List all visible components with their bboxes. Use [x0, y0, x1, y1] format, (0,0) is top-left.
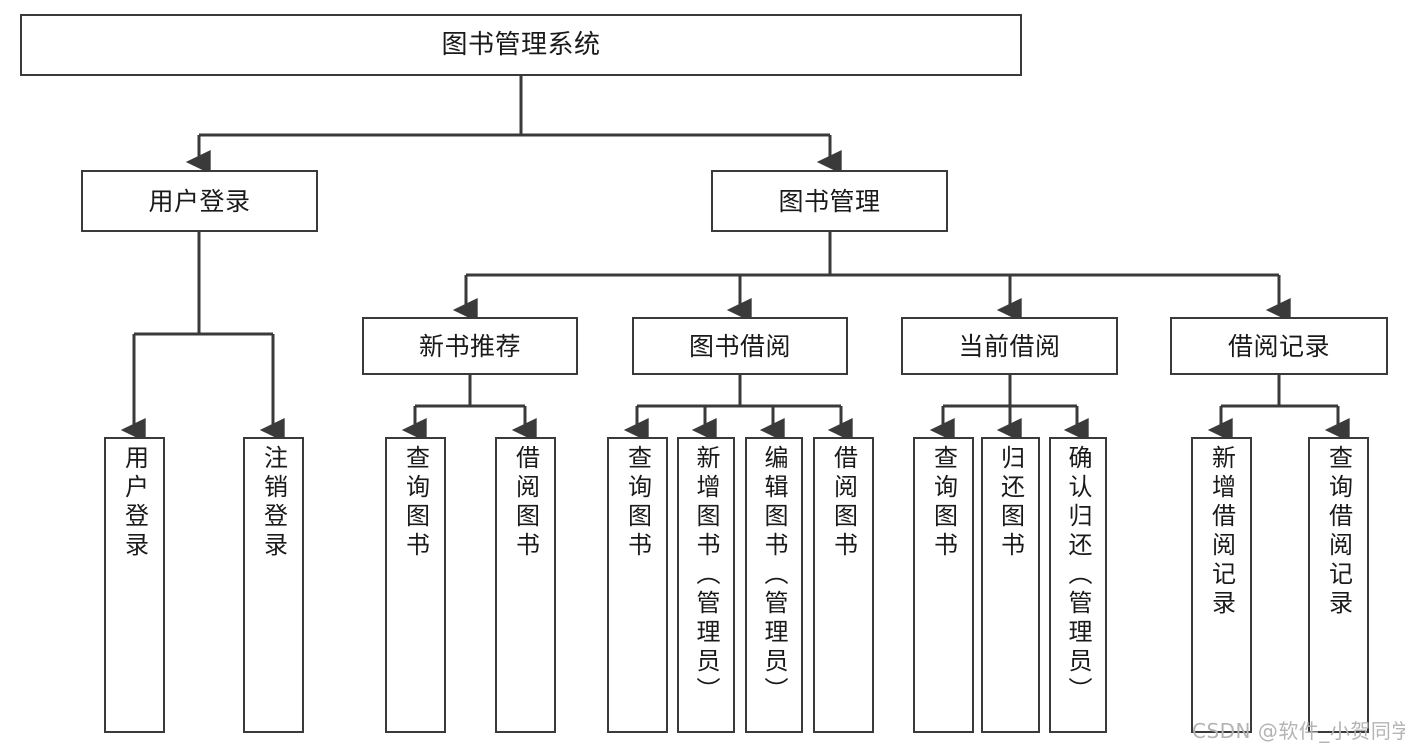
leaf-confirm-return-label: 确认归还（管理员）	[1064, 445, 1092, 706]
leaf-query-book-1[interactable]: 查询图书	[385, 437, 446, 733]
node-book-borrow[interactable]: 图书借阅	[632, 317, 848, 375]
node-user-login[interactable]: 用户登录	[81, 170, 318, 232]
node-user-login-label: 用户登录	[148, 186, 251, 216]
leaf-query-book-2[interactable]: 查询图书	[607, 437, 668, 733]
leaf-user-logout-label: 注销登录	[259, 445, 288, 561]
watermark-text: CSDN @软件_小贺同学	[1192, 719, 1405, 743]
node-root[interactable]: 图书管理系统	[20, 14, 1022, 76]
leaf-add-record[interactable]: 新增借阅记录	[1191, 437, 1252, 733]
leaf-confirm-return[interactable]: 确认归还（管理员）	[1049, 437, 1107, 733]
leaf-borrow-book-2[interactable]: 借阅图书	[813, 437, 874, 733]
leaf-add-book-label: 新增图书（管理员）	[692, 445, 720, 706]
leaf-query-record-label: 查询借阅记录	[1324, 445, 1353, 619]
leaf-query-book-1-label: 查询图书	[401, 445, 430, 561]
leaf-user-logout[interactable]: 注销登录	[243, 437, 304, 733]
leaf-add-book[interactable]: 新增图书（管理员）	[677, 437, 735, 733]
leaf-borrow-book-1[interactable]: 借阅图书	[495, 437, 556, 733]
node-new-book-recommend[interactable]: 新书推荐	[362, 317, 578, 375]
node-current-borrow-label: 当前借阅	[958, 331, 1061, 361]
node-book-borrow-label: 图书借阅	[688, 331, 791, 361]
leaf-user-login[interactable]: 用户登录	[104, 437, 165, 733]
leaf-query-book-3[interactable]: 查询图书	[913, 437, 974, 733]
node-book-management-label: 图书管理	[778, 186, 881, 216]
leaf-borrow-book-2-label: 借阅图书	[829, 445, 858, 561]
leaf-query-record[interactable]: 查询借阅记录	[1308, 437, 1369, 733]
leaf-edit-book[interactable]: 编辑图书（管理员）	[745, 437, 803, 733]
node-current-borrow[interactable]: 当前借阅	[901, 317, 1118, 375]
node-new-book-recommend-label: 新书推荐	[418, 331, 521, 361]
leaf-add-record-label: 新增借阅记录	[1207, 445, 1236, 619]
leaf-return-book[interactable]: 归还图书	[981, 437, 1040, 733]
leaf-query-book-2-label: 查询图书	[623, 445, 652, 561]
leaf-return-book-label: 归还图书	[996, 445, 1025, 561]
leaf-edit-book-label: 编辑图书（管理员）	[760, 445, 788, 706]
node-borrow-record[interactable]: 借阅记录	[1170, 317, 1388, 375]
node-book-management[interactable]: 图书管理	[711, 170, 948, 232]
node-root-label: 图书管理系统	[441, 29, 601, 60]
leaf-user-login-label: 用户登录	[120, 445, 149, 561]
leaf-query-book-3-label: 查询图书	[929, 445, 958, 561]
leaf-borrow-book-1-label: 借阅图书	[511, 445, 540, 561]
node-borrow-record-label: 借阅记录	[1227, 331, 1330, 361]
